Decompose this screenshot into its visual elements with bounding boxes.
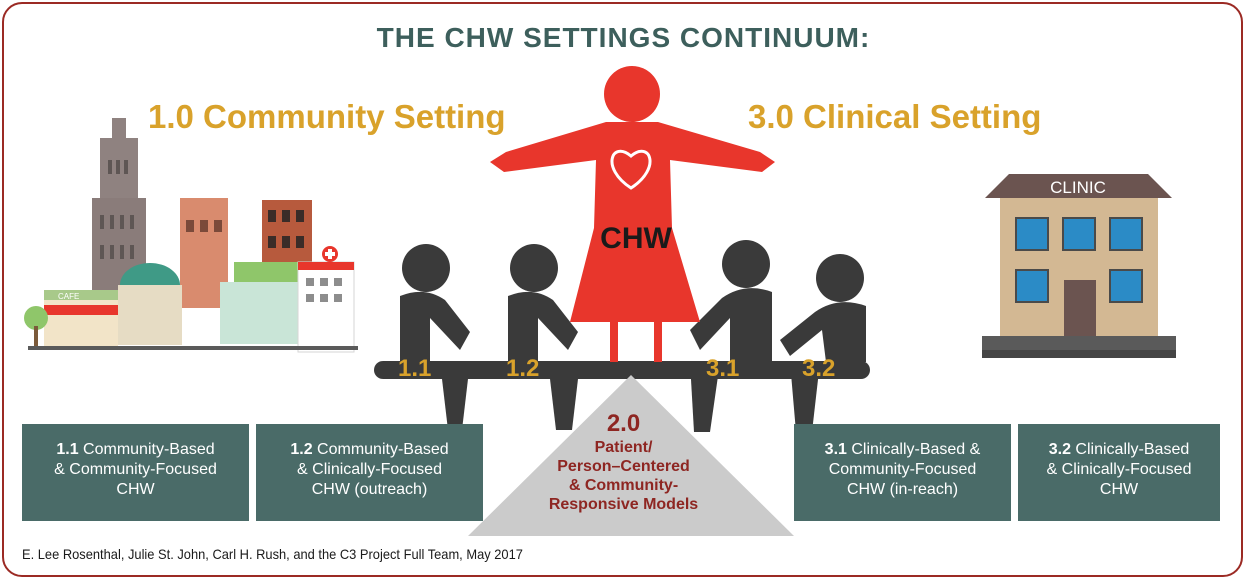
center-model-description: Patient/ Person–Centered & Community- Re… xyxy=(548,439,699,513)
seesaw-plank xyxy=(374,361,870,379)
category-box-3-1: 3.1 Clinically-Based & Community-Focused… xyxy=(794,424,1011,521)
chw-label: CHW xyxy=(600,222,672,255)
community-setting-heading: 1.0 Community Setting xyxy=(148,98,506,135)
seat-label-3-2: 3.2 xyxy=(802,355,836,382)
category-box-1-1: 1.1 Community-Based & Community-Focused … xyxy=(22,424,249,521)
seat-label-1-1: 1.1 xyxy=(398,355,432,382)
seat-label-1-2: 1.2 xyxy=(506,355,540,382)
clinic-building-illustration: CLINIC xyxy=(982,174,1176,358)
center-model-number: 2.0 xyxy=(606,410,641,437)
category-box-1-2: 1.2 Community-Based & Clinically-Focused… xyxy=(256,424,483,521)
city-skyline-illustration: CAFE xyxy=(24,118,358,353)
clinic-sign-text: CLINIC xyxy=(1050,178,1106,197)
chw-figure-icon: CHW xyxy=(490,66,775,362)
cafe-sign-text: CAFE xyxy=(58,292,79,301)
category-box-3-2: 3.2 Clinically-Based & Clinically-Focuse… xyxy=(1018,424,1220,521)
page-title: THE CHW SETTINGS CONTINUUM: xyxy=(376,22,871,53)
seat-label-3-1: 3.1 xyxy=(706,355,740,382)
credit-line: E. Lee Rosenthal, Julie St. John, Carl H… xyxy=(22,546,523,562)
clinical-setting-heading: 3.0 Clinical Setting xyxy=(748,98,1042,135)
seated-people-icons xyxy=(400,240,866,432)
fulcrum-triangle xyxy=(468,375,794,536)
heart-icon xyxy=(610,149,652,190)
